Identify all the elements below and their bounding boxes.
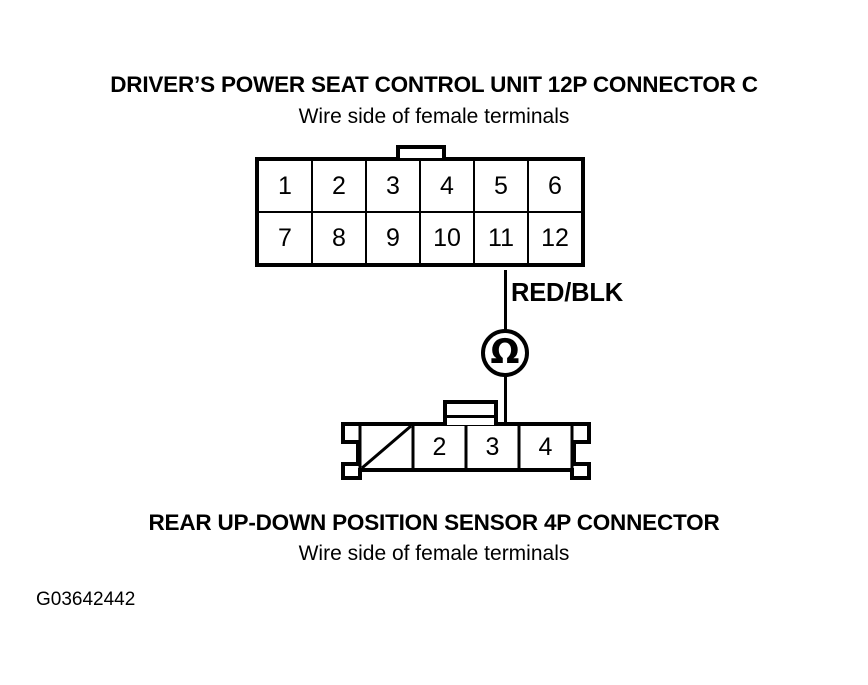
figure-id-code: G03642442	[36, 589, 136, 610]
omega-icon: Ω	[490, 332, 520, 372]
ohmmeter-symbol: Ω	[481, 329, 529, 377]
table-row: 1 2 3 4 5 6	[256, 158, 584, 213]
connector-4p-blank-cell-slash	[361, 424, 412, 470]
pin-cell: 11	[473, 211, 529, 266]
pin-cell: 2	[311, 158, 367, 213]
pin-cell: 8	[311, 211, 367, 266]
top-connector-title: DRIVER’S POWER SEAT CONTROL UNIT 12P CON…	[110, 72, 758, 97]
connector-4p-latch-tab-line	[447, 415, 494, 418]
connector-12p-latch-tab	[396, 145, 446, 158]
wire-segment-lower	[504, 376, 507, 426]
pin-cell: 10	[419, 211, 475, 266]
pin-cell: 4	[539, 433, 553, 461]
pin-cell: 3	[486, 433, 500, 461]
wire-color-label: RED/BLK	[511, 279, 623, 307]
pin-cell: 6	[527, 158, 584, 213]
bottom-connector-subtitle: Wire side of female terminals	[298, 542, 570, 565]
wire-segment-upper	[504, 270, 507, 330]
pin-cell: 4	[419, 158, 475, 213]
pin-cell: 2	[433, 433, 447, 461]
pin-cell: 5	[473, 158, 529, 213]
bottom-connector-title: REAR UP-DOWN POSITION SENSOR 4P CONNECTO…	[148, 510, 720, 535]
pin-cell: 12	[527, 211, 584, 266]
connector-4p-latch-tab	[443, 400, 498, 425]
connector-12p: 1 2 3 4 5 6 7 8 9 10 11 12	[255, 157, 585, 267]
pin-cell: 3	[365, 158, 421, 213]
top-connector-subtitle: Wire side of female terminals	[298, 105, 570, 128]
connector-12p-pin-grid: 1 2 3 4 5 6 7 8 9 10 11 12	[255, 157, 585, 267]
pin-cell: 7	[256, 211, 313, 266]
table-row: 7 8 9 10 11 12	[256, 211, 584, 266]
pin-cell: 9	[365, 211, 421, 266]
connector-4p: 2 3 4	[341, 422, 591, 480]
pin-cell: 1	[256, 158, 313, 213]
